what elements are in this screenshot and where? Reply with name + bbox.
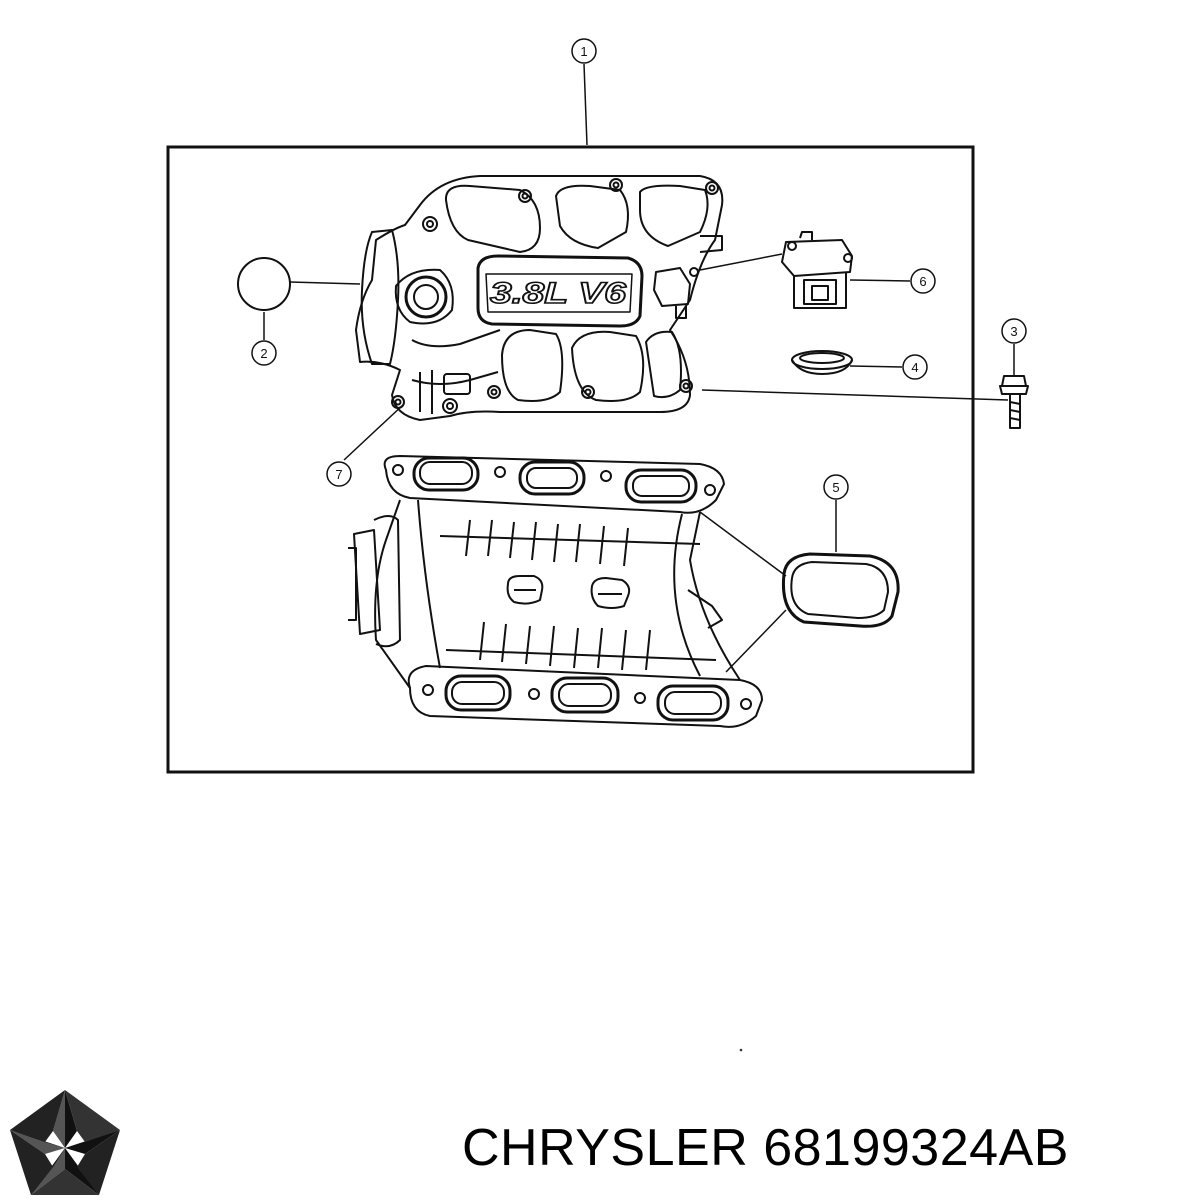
callout-1: 1	[571, 38, 597, 64]
part-gasket	[781, 552, 900, 628]
callout-3: 3	[1001, 318, 1027, 344]
part-bolt	[999, 375, 1029, 429]
callout-6: 6	[910, 268, 936, 294]
upper-intake-manifold	[355, 175, 724, 421]
part-number: 68199324AB	[763, 1119, 1069, 1177]
part-sensor	[781, 231, 853, 309]
svg-text:4: 4	[911, 360, 918, 375]
svg-text:7: 7	[335, 467, 342, 482]
brand-name: CHRYSLER	[462, 1119, 749, 1177]
stray-mark	[739, 1048, 743, 1052]
callout-2: 2	[251, 340, 277, 366]
engraving-text: 3.8L V6	[490, 277, 626, 310]
chrysler-pentastar-icon	[10, 1090, 120, 1195]
footer-title: CHRYSLER 68199324AB	[462, 1108, 1192, 1188]
lower-intake-manifold	[348, 455, 763, 728]
callout-4: 4	[902, 354, 928, 380]
svg-text:6: 6	[919, 274, 926, 289]
callout-7: 7	[326, 461, 352, 487]
diagram-frame	[166, 145, 975, 774]
callout-5: 5	[823, 474, 849, 500]
part-oring	[237, 257, 291, 311]
svg-text:5: 5	[832, 480, 839, 495]
svg-text:2: 2	[260, 346, 267, 361]
leader-lines	[263, 63, 1015, 673]
svg-text:3: 3	[1010, 324, 1017, 339]
svg-text:1: 1	[580, 44, 587, 59]
part-seal	[791, 350, 853, 376]
